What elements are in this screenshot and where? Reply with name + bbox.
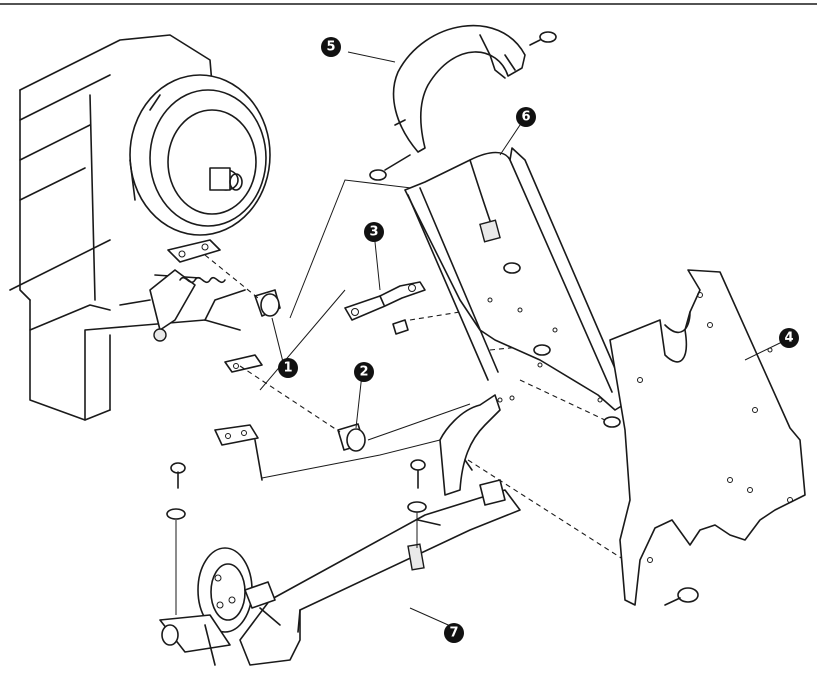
side-panel-part-4 bbox=[609, 269, 806, 606]
screws-plate bbox=[503, 262, 621, 428]
callout-6: 6 bbox=[516, 107, 536, 127]
callout-1: 1 bbox=[278, 358, 298, 378]
belt-cover-part-5 bbox=[392, 24, 526, 153]
machine-mount-bracket bbox=[119, 239, 221, 342]
lower-mount-brackets bbox=[214, 354, 263, 481]
callout-7: 7 bbox=[444, 623, 464, 643]
screw-bottom-right bbox=[664, 587, 699, 606]
callout-1-label: 1 bbox=[283, 361, 292, 376]
callout-3-label: 3 bbox=[369, 225, 378, 240]
leader-lines bbox=[271, 51, 783, 629]
callout-4-label: 4 bbox=[784, 331, 793, 346]
callout-3: 3 bbox=[364, 222, 384, 242]
callout-5-label: 5 bbox=[326, 40, 335, 55]
screw-1 bbox=[254, 289, 281, 317]
callout-7-label: 7 bbox=[449, 626, 458, 641]
base-plate-part-7 bbox=[239, 479, 521, 666]
spring bbox=[179, 276, 226, 284]
bracket-part-3 bbox=[344, 281, 426, 335]
callout-5: 5 bbox=[321, 37, 341, 57]
screw-2 bbox=[337, 423, 366, 452]
pulley-assembly bbox=[159, 547, 281, 666]
callout-4: 4 bbox=[779, 328, 799, 348]
screws-cover bbox=[369, 31, 557, 181]
callout-2-label: 2 bbox=[359, 365, 368, 380]
base-screws bbox=[166, 459, 427, 615]
cover-plate-part-6 bbox=[404, 147, 629, 496]
machine-body bbox=[9, 34, 246, 421]
callout-2: 2 bbox=[354, 362, 374, 382]
handwheel bbox=[129, 74, 271, 236]
callout-6-label: 6 bbox=[521, 110, 530, 125]
